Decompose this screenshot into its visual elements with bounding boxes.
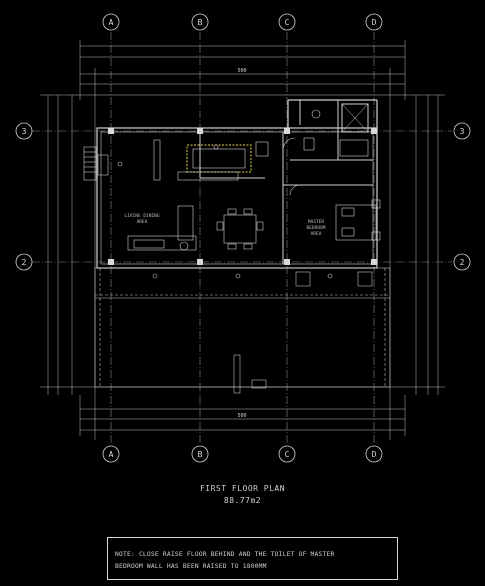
grid-bubble-c-bottom <box>278 445 296 463</box>
grid-bubble-2-right <box>453 253 471 271</box>
room-label-living: LIVING DINING AREA <box>112 214 172 226</box>
dining-set <box>216 208 264 250</box>
grid-bubble-d-top <box>365 13 383 31</box>
lower-floor-area <box>94 267 391 394</box>
columns <box>108 128 377 265</box>
room-label-line: AREA <box>136 220 148 225</box>
grid-bubble-c-top <box>278 13 296 31</box>
dimension-bottom: 500 <box>237 413 246 419</box>
room-label-master-bedroom: MASTER BEDROOM AREA <box>296 220 336 238</box>
grid-label-left-2: 2 <box>22 258 27 267</box>
grid-lines <box>32 32 452 445</box>
grid-label-bottom-d: D <box>372 450 377 459</box>
grid-bubble-a-bottom <box>102 445 120 463</box>
kitchen-island <box>153 139 269 181</box>
room-label-line: BEDROOM <box>306 226 326 231</box>
grid-label-top-d: D <box>372 18 377 27</box>
grid-bubble-2-left <box>15 253 33 271</box>
drawing-area: 88.77m2 <box>223 496 262 505</box>
grid-bubble-d-bottom <box>365 445 383 463</box>
drawing-title: FIRST FLOOR PLAN <box>199 484 286 493</box>
room-label-line: LIVING DINING <box>124 214 160 219</box>
interior-walls <box>199 100 373 264</box>
note-box: NOTE: CLOSE RAISE FLOOR BEHIND AND THE T… <box>107 537 398 580</box>
grid-label-bottom-c: C <box>285 450 290 459</box>
grid-bubble-3-left <box>15 122 33 140</box>
dimension-top: 500 <box>237 68 246 74</box>
grid-bubble-3-right <box>453 122 471 140</box>
grid-bubble-a-top <box>102 13 120 31</box>
room-label-line: AREA <box>310 232 322 237</box>
living-furniture <box>117 161 197 251</box>
grid-bubble-b-bottom <box>191 445 209 463</box>
grid-label-bottom-b: B <box>198 450 203 459</box>
grid-label-bottom-a: A <box>109 450 114 459</box>
note-line-2: BEDROOM WALL HAS BEEN RAISED TO 1800MM <box>115 563 267 570</box>
grid-label-top-b: B <box>198 18 203 27</box>
grid-label-left-3: 3 <box>22 127 27 136</box>
grid-bubbles <box>15 13 471 463</box>
grid-label-top-a: A <box>109 18 114 27</box>
note-line-1: NOTE: CLOSE RAISE FLOOR BEHIND AND THE T… <box>115 551 335 558</box>
grid-label-right-2: 2 <box>460 258 465 267</box>
grid-label-right-3: 3 <box>460 127 465 136</box>
staircase <box>83 146 109 181</box>
room-label-line: MASTER <box>307 220 325 225</box>
grid-bubble-b-top <box>191 13 209 31</box>
master-bedroom-furniture <box>282 109 381 241</box>
grid-label-top-c: C <box>285 18 290 27</box>
